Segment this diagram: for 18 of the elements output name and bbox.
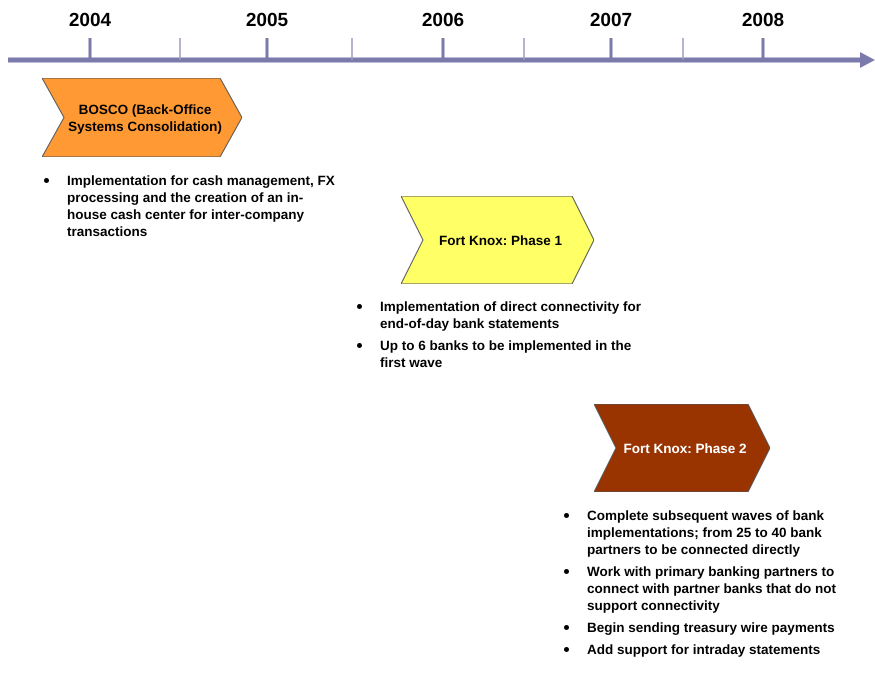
year-label: 2008 — [740, 10, 786, 32]
chevron-shape — [594, 404, 770, 492]
year-label: 2007 — [588, 10, 634, 32]
bullet-text: Begin sending treasury wire payments — [587, 620, 835, 635]
year-label: 2006 — [420, 10, 466, 32]
bullet-text: Work with primary banking partners to connect with partner banks that do not support connectivity — [587, 564, 836, 613]
bullet-text: Implementation for cash management, FX processing and the creation of an in-house cash center for inter-company transactions — [67, 173, 335, 239]
year-label: 2005 — [244, 10, 290, 32]
bullet-text: Complete subsequent waves of bank implementations; from 25 to 40 bank partners to be connected directly — [587, 508, 824, 557]
phase-title: BOSCO (Back-Office Systems Consolidation) — [68, 100, 222, 134]
phase-title: Fort Knox: Phase 1 — [438, 232, 562, 248]
chevron-shape — [401, 196, 594, 284]
chevron-shape — [42, 78, 242, 157]
bullet-text: Add support for intraday statements — [587, 642, 820, 657]
phase-title: Fort Knox: Phase 2 — [623, 440, 747, 456]
year-label: 2004 — [68, 10, 112, 32]
bullet-text: Implementation of direct connectivity for end-of-day bank statements — [380, 299, 642, 331]
bullet-text: Up to 6 banks to be implemented in the first wave — [380, 338, 632, 370]
